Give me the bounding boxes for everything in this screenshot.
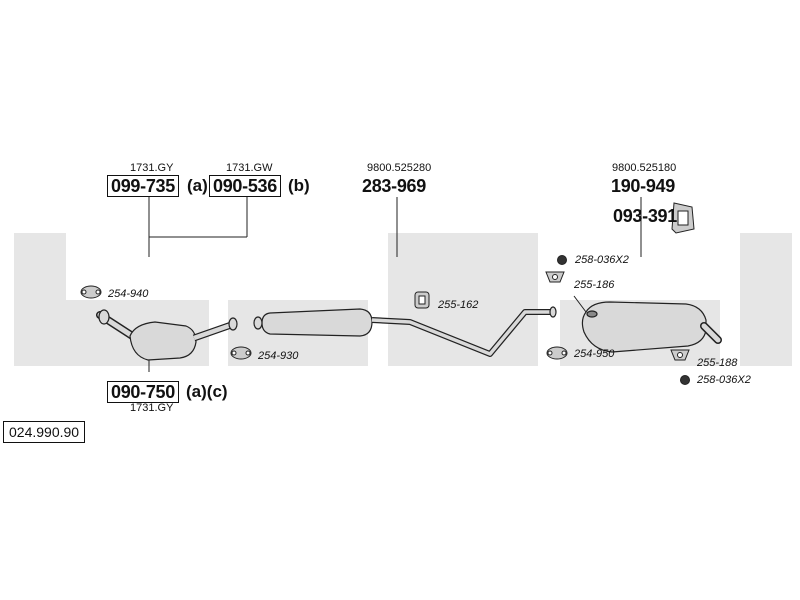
- catalog-code-box: 024.990.90: [3, 421, 86, 443]
- small-part-label-254-930[interactable]: 254-930: [258, 350, 299, 362]
- ref-label-090-750: 1731.GY: [130, 402, 174, 414]
- gasket-254-930: [230, 346, 252, 360]
- bracket-093-391: [671, 202, 695, 234]
- part-number-283-969[interactable]: 283-969: [362, 176, 426, 196]
- small-part-label-255-188[interactable]: 255-188: [697, 357, 738, 369]
- small-hardware: [80, 202, 695, 385]
- small-part-label-258-036x2-top[interactable]: 258-036X2: [575, 254, 629, 266]
- hanger-255-186: [545, 271, 565, 283]
- part-suffix-090-750: (a)(c): [186, 382, 228, 401]
- part-number-090-750[interactable]: 090-750: [107, 381, 179, 403]
- small-part-label-254-950[interactable]: 254-950: [574, 348, 615, 360]
- part-number-099-735[interactable]: 099-735: [107, 175, 179, 197]
- small-part-label-255-186[interactable]: 255-186: [574, 279, 615, 291]
- small-part-label-258-036x2-bottom[interactable]: 258-036X2: [697, 374, 751, 386]
- ref-label-190-949: 9800.525180: [612, 162, 677, 174]
- part-number-093-391[interactable]: 093-391: [613, 206, 677, 226]
- nut-258-036x2-top: [557, 255, 567, 265]
- part-suffix-090-536: (b): [288, 176, 310, 195]
- nut-258-036x2-bottom: [680, 375, 690, 385]
- small-part-label-255-162[interactable]: 255-162: [438, 299, 479, 311]
- middle-silencer: [253, 306, 557, 357]
- part-number-090-536[interactable]: 090-536: [209, 175, 281, 197]
- part-number-190-949[interactable]: 190-949: [611, 176, 675, 196]
- small-part-label-254-940[interactable]: 254-940: [108, 288, 149, 300]
- catalytic-converter: [96, 309, 238, 361]
- gasket-254-940: [80, 285, 102, 299]
- gasket-254-950: [546, 346, 568, 360]
- ref-label-099-735: 1731.GY: [130, 162, 174, 174]
- part-suffix-099-735: (a): [187, 176, 208, 195]
- rear-silencer: [581, 301, 722, 353]
- hanger-255-188: [670, 349, 690, 361]
- clamp-255-162: [414, 291, 430, 309]
- ref-label-090-536: 1731.GW: [226, 162, 273, 174]
- ref-label-283-969: 9800.525280: [367, 162, 432, 174]
